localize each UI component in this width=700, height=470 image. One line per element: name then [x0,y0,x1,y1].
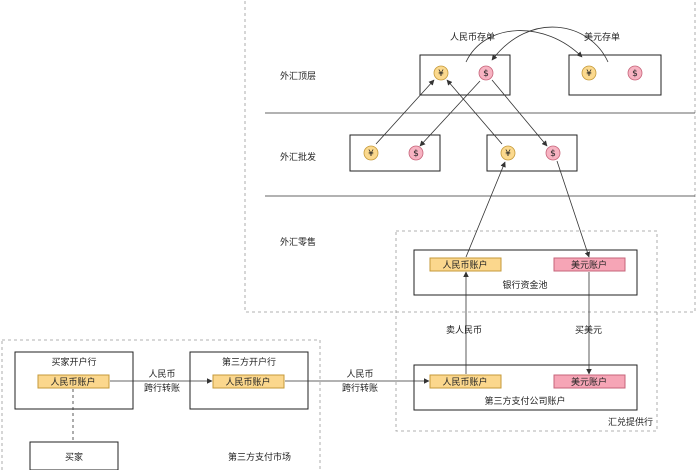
transfer-2-line1: 人民币 [346,369,373,380]
rmb-deposit-label: 人民币存单 [450,31,495,43]
pool-usd-account [553,257,626,272]
tier-label-top: 外汇顶层 [280,70,316,82]
company-usd-account [553,374,626,389]
tier-label-wholesale: 外汇批发 [280,151,316,163]
tier-label-retail: 外汇零售 [280,236,316,248]
transfer-1-line2: 跨行转账 [144,382,180,394]
svg-text:$: $ [413,149,419,159]
svg-text:¥: ¥ [505,149,511,159]
arrow-usd-down-to-pool [556,160,591,258]
buyer-rmb-account [37,374,110,389]
buyer-rmb-account-label: 人民币账户 [50,376,95,388]
pool-usd-account-label: 美元账户 [571,259,607,271]
buyer-bank-title: 买家开户行 [51,356,96,368]
arrow-usd-to-rmb-deposit [491,26,609,63]
buyer-box [29,441,119,470]
arrow-top-to-wholesale-right [491,79,548,147]
third-party-bank-title: 第三方开户行 [222,356,276,368]
company-usd-account-label: 美元账户 [571,376,607,388]
transfer-1-line1: 人民币 [148,369,175,380]
fx-market-region [244,0,696,313]
fx-provider-label: 汇兑提供行 [608,416,653,428]
dollar-coin-top-right: $ [627,65,643,81]
usd-deposit-label: 美元存单 [584,31,620,43]
company-rmb-account-label: 人民币账户 [442,376,487,388]
buy-usd-label: 买美元 [575,324,602,336]
fx-provider-region [395,230,658,432]
yuan-coin-top-right: ¥ [581,65,597,81]
arrow-top-to-wholesale [419,80,481,147]
svg-text:¥: ¥ [368,149,374,159]
dollar-coin-wholesale-right: $ [545,145,561,161]
yuan-coin-wholesale-left: ¥ [363,145,379,161]
svg-text:¥: ¥ [586,69,592,79]
arrow-rmb-to-usd-deposit [465,30,583,63]
svg-text:$: $ [483,69,489,79]
top-rmb-deposit-box [419,54,511,96]
yuan-coin-top-left: ¥ [433,65,449,81]
payment-market-region [1,339,321,470]
pool-rmb-account-label: 人民币账户 [442,259,487,271]
sell-rmb-label: 卖人民币 [446,325,482,336]
wholesale-right-box [486,134,578,172]
company-rmb-account [429,374,502,389]
third-party-rmb-account-label: 人民币账户 [225,376,270,388]
svg-text:$: $ [550,149,556,159]
bank-pool-title: 银行资金池 [502,279,547,291]
arrow-wholesale-to-top [375,79,435,145]
wholesale-left-box [349,134,441,172]
svg-text:¥: ¥ [438,69,444,79]
third-party-rmb-account [212,374,285,389]
dollar-coin-top-left: $ [478,65,494,81]
buyer-label: 买家 [65,451,83,463]
payment-company-title: 第三方支付公司账户 [484,395,565,407]
yuan-coin-wholesale-right: ¥ [500,145,516,161]
arrow-wholesale-right-to-top [446,79,503,145]
svg-text:$: $ [632,69,638,79]
dollar-coin-wholesale-left: $ [408,145,424,161]
arrow-pool-rmb-up [465,161,506,258]
pool-rmb-account [429,257,502,272]
transfer-2-line2: 跨行转账 [342,382,378,394]
market-label: 第三方支付市场 [228,451,291,463]
